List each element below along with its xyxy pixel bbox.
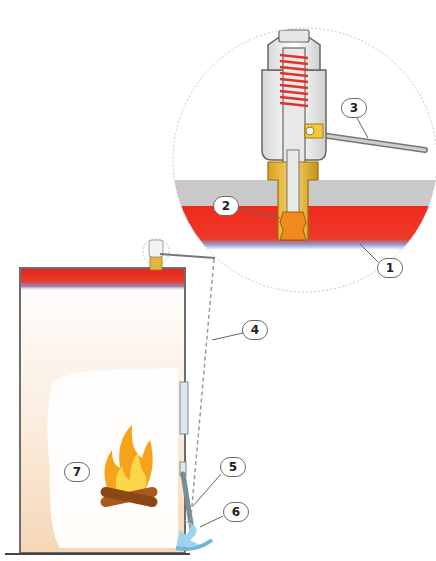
callout-number: 5 — [220, 457, 246, 477]
callout-number: 7 — [64, 462, 90, 482]
callout-number: 1 — [377, 258, 403, 278]
callout-number: 6 — [223, 502, 249, 522]
callout-number: 4 — [242, 320, 268, 340]
callout-number: 2 — [213, 196, 239, 216]
callout-number: 3 — [341, 98, 367, 118]
